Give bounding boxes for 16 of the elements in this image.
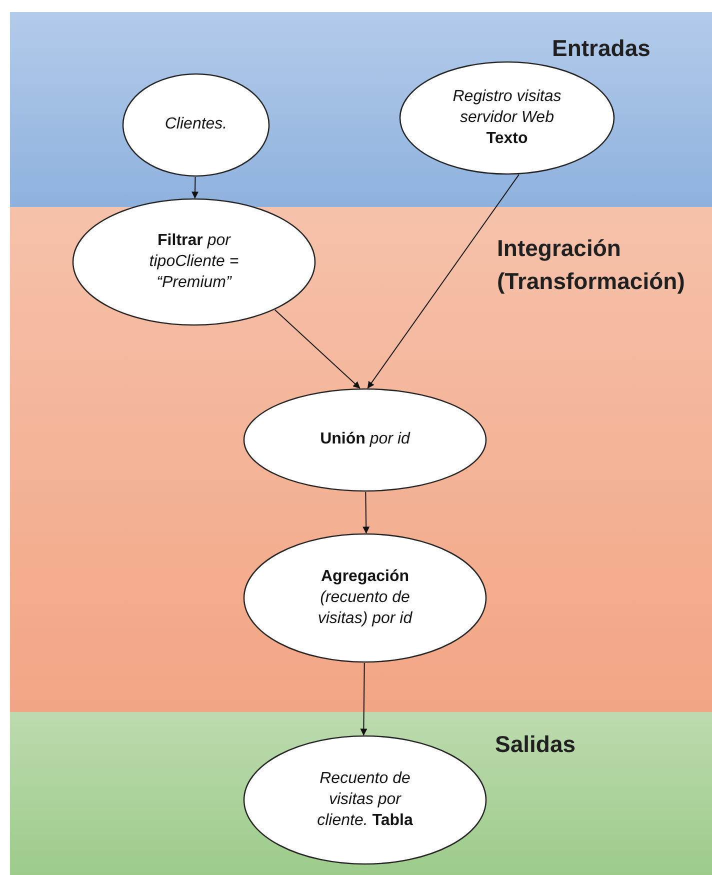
section-heading: Salidas [495, 730, 577, 759]
section-heading: Integración (Transformación) [497, 234, 686, 296]
arrow [367, 174, 520, 389]
node-label: Recuento de visitas por cliente. Tabla [316, 768, 414, 830]
node-label: Clientes. [164, 114, 228, 135]
arrow [360, 662, 368, 736]
section-band [10, 712, 712, 875]
node-label: Agregación (recuento de visitas) por id [316, 566, 414, 628]
node-label: Unión por id [319, 430, 412, 450]
arrow [274, 309, 360, 389]
section-band [10, 12, 712, 207]
node-label: Filtrar por tipoCliente = “Premium” [148, 230, 240, 292]
section-heading: Entradas [552, 34, 652, 63]
arrow [192, 176, 199, 199]
arrow [362, 492, 370, 534]
node-label: Registro visitas servidor Web Texto [452, 86, 562, 148]
